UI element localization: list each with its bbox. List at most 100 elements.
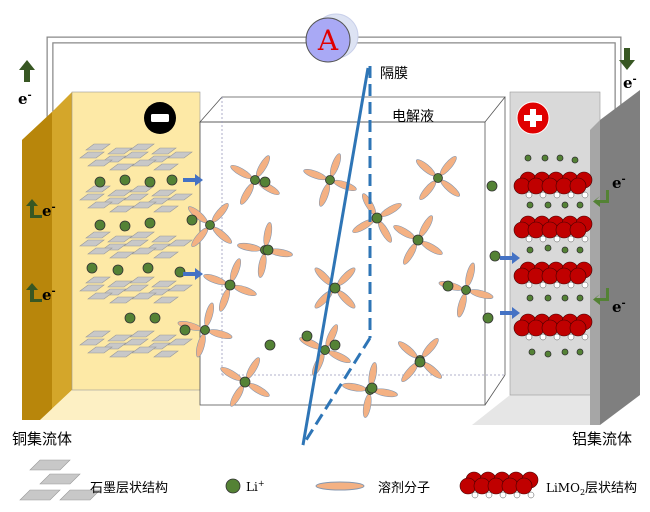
solvent-arm [211, 202, 229, 223]
li-ion [526, 201, 534, 209]
li-ions [86, 154, 584, 394]
limo2-layers [513, 171, 593, 341]
electron-path-arrow-icon [593, 288, 609, 305]
li-ion [576, 246, 584, 254]
graphite-hexagon [109, 350, 135, 358]
graphite-hexagon [129, 185, 155, 193]
metal-atom [555, 267, 573, 285]
solvent-arm [440, 179, 461, 197]
graphite-hexagon [167, 193, 193, 201]
graphite-hexagon [85, 231, 111, 239]
solvent-arm [421, 337, 439, 358]
oxygen-atom [553, 191, 561, 199]
metal-atom [513, 267, 531, 285]
graphite-hexagon [123, 338, 149, 346]
graphite-hexagon [123, 193, 149, 201]
li-ion [561, 201, 569, 209]
legend-limo2-suffix: 层状结构 [585, 481, 637, 496]
li-ion [489, 250, 501, 262]
electron-charge: - [28, 90, 32, 101]
electron-label: e- [623, 74, 637, 92]
solvent-arm [263, 222, 273, 247]
graphite-hexagon [167, 151, 193, 159]
graphite-hexagon [85, 143, 111, 151]
legend-limo2-sub: 2 [580, 488, 585, 497]
solvent-arm [255, 155, 271, 177]
metal-atom [555, 319, 573, 337]
li-ion [112, 264, 124, 276]
solvent-arm [439, 155, 457, 176]
oxygen-atom [581, 281, 589, 289]
metal-atom [515, 477, 533, 495]
graphite-hexagon [131, 159, 157, 167]
solvent-molecule [438, 262, 494, 318]
solvent-molecule [415, 155, 461, 201]
graphite-hexagon [79, 284, 105, 292]
graphite-hexagon [79, 239, 105, 247]
solvent-arm [415, 159, 436, 177]
metal-atom [487, 477, 505, 495]
li-ion [412, 234, 424, 246]
metal-atom [555, 177, 573, 195]
oxygen-atom [581, 235, 589, 243]
ammeter: A [305, 13, 359, 63]
solvent-arm [248, 382, 270, 398]
metal-atom [541, 177, 559, 195]
li-ion [264, 339, 276, 351]
li-ion [561, 348, 569, 356]
li-ion [576, 294, 584, 302]
li-ion [224, 279, 236, 291]
oxygen-atom [525, 281, 533, 289]
oxygen-atom [499, 491, 507, 499]
legend-li-sup: + [258, 479, 265, 488]
graphite-hexagon [129, 330, 155, 338]
metal-atom [527, 267, 545, 285]
li-ion [544, 350, 552, 358]
li-ion [124, 312, 136, 324]
oxygen-atom [567, 235, 575, 243]
solvent-arm [230, 164, 252, 180]
li-ion [433, 173, 443, 183]
electron-charge: - [622, 174, 626, 185]
li-ion [250, 175, 260, 185]
li-ion [119, 220, 131, 232]
graphite-hexagon [131, 247, 157, 255]
graphite-hexagon [85, 330, 111, 338]
separator-label: 隔膜 [380, 66, 408, 82]
li-ion [544, 294, 552, 302]
graphite-hexagon [151, 235, 177, 243]
solvent-arm [204, 302, 215, 327]
graphite-hexagon [85, 276, 111, 284]
graphite-hexagon [129, 276, 155, 284]
graphite-hexagon [109, 296, 135, 304]
solvent-arm [469, 289, 494, 300]
li-ion [94, 176, 106, 188]
graphite-hexagon [107, 280, 133, 288]
li-ion [561, 294, 569, 302]
li-ion-icon [225, 478, 241, 494]
solvent-arm [220, 366, 242, 382]
graphite-hexagon [123, 151, 149, 159]
solvent-arm [237, 242, 262, 252]
solvent-molecule [177, 302, 233, 358]
metal-atom [473, 477, 491, 495]
metal-atom [541, 221, 559, 239]
solvent-arm [397, 341, 418, 359]
electron-charge: - [633, 74, 637, 85]
graphite-hexagon [153, 163, 179, 171]
li-ion [144, 176, 156, 188]
legend-limo2-prefix: LiMO [546, 481, 580, 495]
oxygen-atom [525, 235, 533, 243]
solvent-arm [333, 179, 357, 192]
electron-charge: - [52, 286, 56, 297]
copper-collector-label: 铜集流体 [12, 430, 72, 448]
graphite-hexagon [153, 350, 179, 358]
electron-label: e- [18, 90, 32, 108]
ammeter-label: A [317, 24, 339, 57]
solvent-arm [203, 273, 227, 286]
solvent-arm [245, 357, 261, 379]
li-ion [524, 154, 532, 162]
graphite-hexagon [131, 201, 157, 209]
legend-solvent-label: 溶剂分子 [378, 481, 430, 496]
